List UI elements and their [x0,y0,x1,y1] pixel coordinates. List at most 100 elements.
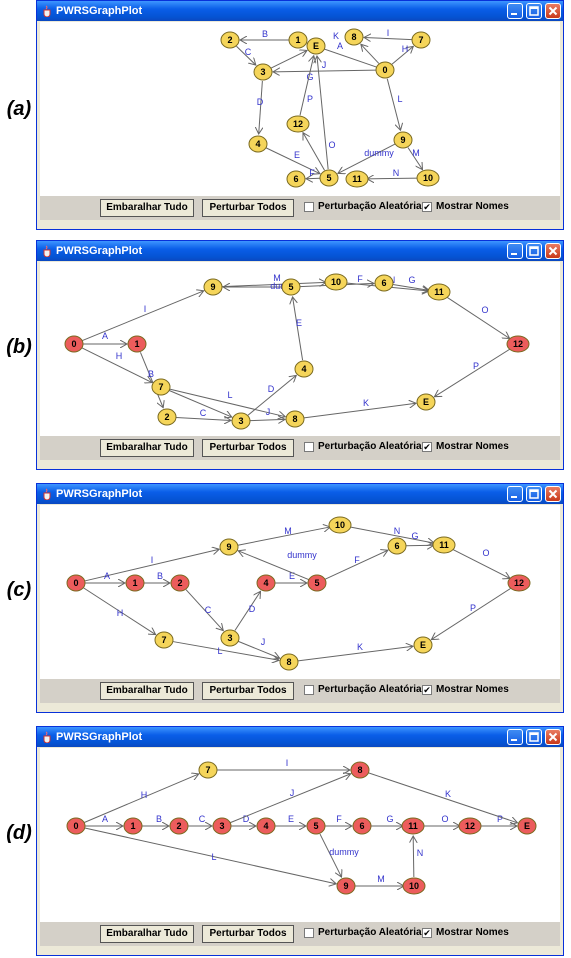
graph-node[interactable]: 3 [231,412,251,430]
graph-node[interactable]: 3 [212,817,232,835]
graph-node[interactable]: 4 [248,135,268,153]
maximize-button[interactable] [526,3,542,19]
node-shape [127,335,147,353]
graph-node[interactable]: 12 [507,574,531,592]
close-button[interactable] [545,486,561,502]
graph-node[interactable]: 0 [66,817,86,835]
graph-node[interactable]: E [306,37,326,55]
minimize-button[interactable] [507,3,523,19]
maximize-button[interactable] [526,243,542,259]
perturb-all-button[interactable]: Perturbar Todos [202,439,294,457]
node-id: E [423,397,429,407]
random-perturbation-checkbox[interactable] [304,202,314,212]
shuffle-all-button[interactable]: Embaralhar Tudo [100,925,194,943]
graph-node[interactable]: 2 [220,31,240,49]
graph-node[interactable]: 2 [170,574,190,592]
show-names-checkbox[interactable]: ✔ [422,928,432,938]
graph-node[interactable]: 7 [154,631,174,649]
graph-node[interactable]: 1 [123,817,143,835]
shuffle-all-button[interactable]: Embaralhar Tudo [100,199,194,217]
graph-node[interactable]: 4 [256,574,276,592]
graph-node[interactable]: 6 [352,817,372,835]
maximize-button[interactable] [526,729,542,745]
graph-node[interactable]: 11 [345,170,369,188]
show-names-checkbox[interactable]: ✔ [422,442,432,452]
perturb-all-button[interactable]: Perturbar Todos [202,199,294,217]
show-names-checkbox[interactable]: ✔ [422,685,432,695]
graph-node[interactable]: 10 [324,273,348,291]
graph-node[interactable]: 0 [64,335,84,353]
graph-node[interactable]: 3 [220,629,240,647]
edge-9-5 [338,143,396,173]
graph-node[interactable]: 10 [402,877,426,895]
random-perturbation-checkbox[interactable] [304,928,314,938]
random-perturbation-checkbox[interactable] [304,442,314,452]
graph-node[interactable]: E [517,817,537,835]
show-names-checkbox[interactable]: ✔ [422,202,432,212]
maximize-button[interactable] [526,486,542,502]
graph-node[interactable]: 8 [279,653,299,671]
graph-node[interactable]: 1 [125,574,145,592]
graph-node[interactable]: 1 [127,335,147,353]
minimize-button[interactable] [507,243,523,259]
perturb-all-button[interactable]: Perturbar Todos [202,682,294,700]
edge-label: B [157,571,163,581]
graph-node[interactable]: 0 [66,574,86,592]
node-id: 7 [161,635,166,645]
graph-node[interactable]: 3 [253,63,273,81]
graph-node[interactable]: 2 [157,408,177,426]
graph-node[interactable]: 12 [458,817,482,835]
graph-node[interactable]: E [416,393,436,411]
title-bar[interactable]: PWRSGraphPlot [37,1,563,21]
graph-node[interactable]: 7 [151,378,171,396]
node-shape [402,877,426,895]
shuffle-all-button[interactable]: Embaralhar Tudo [100,439,194,457]
shuffle-all-button[interactable]: Embaralhar Tudo [100,682,194,700]
node-shape [319,169,339,187]
node-shape [416,393,436,411]
title-bar[interactable]: PWRSGraphPlot [37,727,563,747]
graph-node[interactable]: 9 [393,131,413,149]
graph-node[interactable]: E [413,636,433,654]
graph-node[interactable]: 7 [411,31,431,49]
graph-node[interactable]: 5 [306,817,326,835]
edge-label: dummy [287,550,317,560]
title-bar[interactable]: PWRSGraphPlot [37,241,563,261]
graph-node[interactable]: 9 [336,877,356,895]
graph-node[interactable]: 10 [328,516,352,534]
graph-node[interactable]: 11 [401,817,425,835]
title-bar[interactable]: PWRSGraphPlot [37,484,563,504]
graph-node[interactable]: 5 [307,574,327,592]
graph-node[interactable]: 8 [350,761,370,779]
graph-node[interactable]: 9 [203,278,223,296]
graph-node[interactable]: 12 [286,115,310,133]
graph-node[interactable]: 1 [288,31,308,49]
graph-node[interactable]: 11 [432,536,456,554]
graph-node[interactable]: 5 [281,278,301,296]
close-button[interactable] [545,729,561,745]
minimize-button[interactable] [507,729,523,745]
graph-node[interactable]: 10 [416,169,440,187]
node-shape [66,574,86,592]
graph-node[interactable]: 0 [375,61,395,79]
graph-node[interactable]: 8 [344,28,364,46]
graph-node[interactable]: 12 [506,335,530,353]
graph-node[interactable]: 6 [374,274,394,292]
graph-node[interactable]: 7 [198,761,218,779]
edge-label: dummy [329,847,359,857]
graph-node[interactable]: 4 [256,817,276,835]
graph-node[interactable]: 6 [286,170,306,188]
perturb-all-button[interactable]: Perturbar Todos [202,925,294,943]
graph-node[interactable]: 8 [285,410,305,428]
graph-node[interactable]: 2 [169,817,189,835]
minimize-button[interactable] [507,486,523,502]
graph-node[interactable]: 5 [319,169,339,187]
close-button[interactable] [545,3,561,19]
close-button[interactable] [545,243,561,259]
graph-node[interactable]: 9 [219,538,239,556]
random-perturbation-checkbox[interactable] [304,685,314,695]
graph-node[interactable]: 4 [294,360,314,378]
graph-node[interactable]: 11 [427,283,451,301]
graph-node[interactable]: 6 [387,537,407,555]
